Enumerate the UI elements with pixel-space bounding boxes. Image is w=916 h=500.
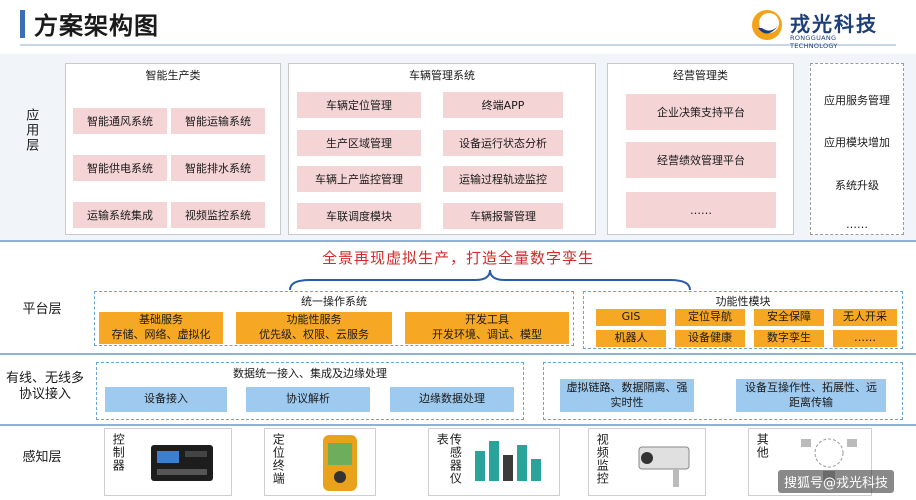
application-layer-label: 应用层 bbox=[23, 108, 39, 153]
header-divider bbox=[20, 44, 896, 46]
access-item: 边缘数据处理 bbox=[390, 387, 514, 412]
platform-item-name: 基础服务 bbox=[139, 313, 183, 327]
app-item: 运输过程轨迹监控 bbox=[443, 166, 563, 192]
vehicle-mgmt-group: 车辆管理系统 车辆定位管理 终端APP 生产区域管理 设备运行状态分析 车辆上产… bbox=[288, 63, 596, 235]
app-item: 智能排水系统 bbox=[171, 155, 265, 181]
module-item: GIS bbox=[596, 309, 666, 326]
sensor-card-locator: 定位终端 bbox=[264, 428, 376, 496]
app-item: 车辆上产监控管理 bbox=[297, 166, 421, 192]
service-item: 应用服务管理 bbox=[824, 94, 890, 107]
module-item: 安全保障 bbox=[754, 309, 824, 326]
platform-item: 基础服务 存储、网络、虚拟化 bbox=[99, 312, 223, 344]
title-accent-bar bbox=[20, 10, 25, 38]
module-item: …… bbox=[833, 330, 897, 347]
slogan: 全景再现虚拟生产，打造全量数字孪生 bbox=[321, 249, 594, 267]
platform-item-desc: 存储、网络、虚拟化 bbox=[111, 328, 211, 341]
access-feature: 设备互操作性、拓展性、远距离传输 bbox=[736, 379, 886, 412]
app-item: 经营绩效管理平台 bbox=[626, 142, 776, 178]
sensor-card-camera: 视频监控 bbox=[588, 428, 706, 496]
module-item: 机器人 bbox=[596, 330, 666, 347]
platform-item: 开发工具 开发环境、调试、模型 bbox=[405, 312, 569, 344]
camera-icon bbox=[638, 446, 690, 487]
access-layer-label: 有线、无线多协议接入 bbox=[6, 371, 85, 403]
app-item: 智能通风系统 bbox=[73, 108, 167, 134]
group-title: 智能生产类 bbox=[145, 69, 201, 82]
sensor-label: 视频监控 bbox=[595, 433, 610, 485]
module-item: 设备健康 bbox=[675, 330, 745, 347]
app-services-group: 应用服务管理 应用模块增加 系统升级 …… bbox=[810, 63, 904, 235]
unified-os-group: 统一操作系统 基础服务 存储、网络、虚拟化 功能性服务 优先级、权限、云服务 开… bbox=[94, 291, 574, 346]
app-item: 生产区域管理 bbox=[297, 130, 421, 156]
gps-terminal-icon bbox=[323, 435, 357, 491]
app-item: 车辆报警管理 bbox=[443, 203, 563, 229]
platform-item-desc: 优先级、权限、云服务 bbox=[259, 328, 369, 341]
module-item: 定位导航 bbox=[675, 309, 745, 326]
smart-production-group: 智能生产类 智能通风系统 智能运输系统 智能供电系统 智能排水系统 运输系统集成… bbox=[65, 63, 281, 235]
service-item: 应用模块增加 bbox=[824, 136, 890, 149]
layer-divider bbox=[0, 353, 916, 355]
group-title: 统一操作系统 bbox=[301, 295, 367, 308]
sensor-label: 其他 bbox=[755, 433, 770, 459]
platform-item: 功能性服务 优先级、权限、云服务 bbox=[236, 312, 392, 344]
logo-en-text: RONGGUANG TECHNOLOGY bbox=[790, 34, 838, 50]
service-item: …… bbox=[846, 218, 868, 231]
access-item: 设备接入 bbox=[105, 387, 227, 412]
layer-divider bbox=[0, 424, 916, 426]
module-item: 数字孪生 bbox=[754, 330, 824, 347]
platform-item-name: 功能性服务 bbox=[286, 313, 342, 327]
app-item: 运输系统集成 bbox=[73, 202, 167, 228]
access-feature: 虚拟链路、数据隔离、强实时性 bbox=[560, 379, 694, 412]
logo-mark-icon bbox=[752, 10, 782, 40]
company-logo: 戎光科技 RONGGUANG TECHNOLOGY bbox=[750, 6, 886, 50]
sensor-instruments-icon bbox=[475, 441, 541, 481]
group-title: 数据统一接入、集成及边缘处理 bbox=[233, 367, 387, 380]
sensor-label: 定位终端 bbox=[271, 433, 286, 485]
brace-connector bbox=[289, 269, 691, 291]
platform-item-desc: 开发环境、调试、模型 bbox=[432, 328, 542, 341]
sensor-label: 传感器仪表 bbox=[435, 433, 463, 485]
sensing-layer-label: 感知层 bbox=[22, 450, 62, 465]
logo-cn-text: 戎光科技 bbox=[790, 12, 878, 36]
app-item: 设备运行状态分析 bbox=[443, 130, 563, 156]
app-item: …… bbox=[626, 192, 776, 228]
page-title: 方案架构图 bbox=[34, 12, 159, 40]
business-mgmt-group: 经营管理类 企业决策支持平台 经营绩效管理平台 …… bbox=[607, 63, 794, 235]
module-item: 无人开采 bbox=[833, 309, 897, 326]
controller-icon bbox=[151, 445, 213, 481]
platform-item-name: 开发工具 bbox=[465, 313, 509, 327]
app-item: 车辆定位管理 bbox=[297, 92, 421, 118]
service-item: 系统升级 bbox=[835, 179, 879, 192]
access-features-group: 虚拟链路、数据隔离、强实时性 设备互操作性、拓展性、远距离传输 bbox=[543, 362, 903, 420]
access-item: 协议解析 bbox=[246, 387, 370, 412]
app-item: 智能供电系统 bbox=[73, 155, 167, 181]
sensor-card-controller: 控制器 bbox=[104, 428, 232, 496]
watermark: 搜狐号@戎光科技 bbox=[777, 470, 894, 493]
layer-divider bbox=[0, 240, 916, 242]
group-title: 经营管理类 bbox=[673, 69, 728, 82]
group-title: 功能性模块 bbox=[715, 295, 771, 308]
app-item: 车联调度模块 bbox=[297, 203, 421, 229]
app-item: 企业决策支持平台 bbox=[626, 94, 776, 130]
group-title: 车辆管理系统 bbox=[409, 69, 475, 82]
functional-modules-group: 功能性模块 GIS 定位导航 安全保障 无人开采 机器人 设备健康 数字孪生 …… bbox=[583, 291, 903, 349]
sensor-label: 控制器 bbox=[111, 433, 126, 472]
app-item: 终端APP bbox=[443, 92, 563, 118]
app-item: 智能运输系统 bbox=[171, 108, 265, 134]
unified-access-group: 数据统一接入、集成及边缘处理 设备接入 协议解析 边缘数据处理 bbox=[96, 362, 524, 420]
app-item: 视频监控系统 bbox=[171, 202, 265, 228]
sensor-card-instruments: 传感器仪表 bbox=[428, 428, 560, 496]
platform-layer-label: 平台层 bbox=[22, 302, 62, 317]
